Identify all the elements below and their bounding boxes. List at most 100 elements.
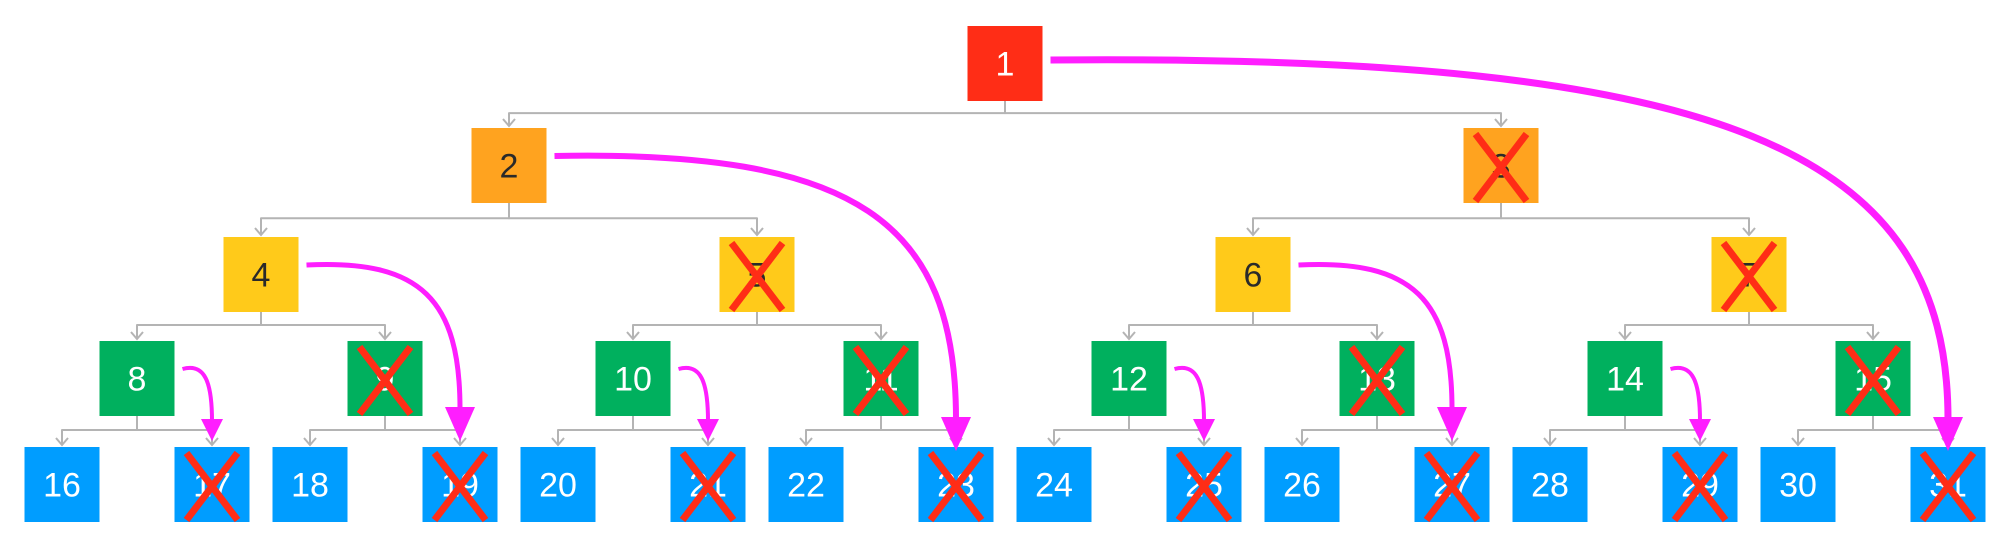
- arrowhead-icon: [1689, 419, 1711, 441]
- node-label: 18: [291, 467, 329, 505]
- node-label: 22: [787, 467, 825, 505]
- cross-mark-icon: [679, 450, 737, 523]
- arrowhead-icon: [1193, 419, 1215, 441]
- node-label: 28: [1531, 467, 1569, 505]
- node-box: [1016, 447, 1092, 522]
- connector-8: [55, 416, 219, 447]
- node-box: [768, 447, 844, 522]
- tree-node-24: 24: [1016, 447, 1092, 522]
- tree-node-26: 26: [1264, 447, 1340, 522]
- tree-node-22: 22: [768, 447, 844, 522]
- jump-arrows: [181, 56, 1963, 451]
- connector-9: [303, 416, 467, 447]
- node-label: 2: [500, 148, 519, 186]
- arrowhead-icon: [201, 419, 223, 441]
- cross-mark-icon: [1671, 450, 1729, 523]
- tree-node-5: 5: [719, 237, 795, 313]
- tree-node-21: 21: [670, 447, 746, 523]
- tree-node-23: 23: [918, 447, 994, 523]
- connector-7: [1618, 312, 1880, 341]
- tree-node-9: 9: [347, 341, 423, 417]
- connector-11: [799, 416, 963, 447]
- node-box: [223, 237, 299, 312]
- cross-mark-icon: [431, 450, 489, 523]
- jump-arrow-1-to-31: [1050, 56, 1963, 451]
- jump-arrow-8-to-17: [181, 365, 223, 441]
- tree-node-25: 25: [1166, 447, 1242, 523]
- node-label: 10: [614, 361, 652, 399]
- node-label: 24: [1035, 467, 1073, 505]
- arrowhead-icon: [941, 417, 971, 451]
- node-label: 1: [996, 46, 1015, 84]
- cross-mark-icon: [1720, 240, 1778, 313]
- node-label: 8: [128, 361, 147, 399]
- tree-node-12: 12: [1091, 341, 1167, 416]
- cross-mark-icon: [927, 450, 985, 523]
- jump-arrow-2-to-23: [554, 152, 971, 451]
- node-box: [1760, 447, 1836, 522]
- tree-nodes: 1234567891011121314151617181920212223242…: [24, 26, 1986, 523]
- cross-mark-icon: [728, 240, 786, 313]
- cross-mark-icon: [1844, 344, 1902, 417]
- tree-node-18: 18: [272, 447, 348, 522]
- connector-4: [130, 312, 392, 341]
- tree-node-29: 29: [1662, 447, 1738, 523]
- node-box: [272, 447, 348, 522]
- node-label: 20: [539, 467, 577, 505]
- cross-mark-icon: [852, 344, 910, 417]
- connector-14: [1543, 416, 1707, 447]
- node-box: [471, 128, 547, 203]
- tree-node-27: 27: [1414, 447, 1490, 523]
- node-box: [1091, 341, 1167, 416]
- arrowhead-icon: [1933, 417, 1963, 451]
- connector-6: [1122, 312, 1384, 341]
- tree-node-13: 13: [1339, 341, 1415, 417]
- tree-node-2: 2: [471, 128, 547, 203]
- connector-1: [502, 101, 1508, 128]
- node-box: [1512, 447, 1588, 522]
- connector-15: [1791, 416, 1955, 447]
- tree-node-17: 17: [174, 447, 250, 523]
- cross-mark-icon: [1919, 450, 1977, 523]
- cross-mark-icon: [183, 450, 241, 523]
- node-box: [1587, 341, 1663, 416]
- cross-mark-icon: [1348, 344, 1406, 417]
- node-box: [1264, 447, 1340, 522]
- node-label: 30: [1779, 467, 1817, 505]
- node-box: [99, 341, 175, 416]
- jump-arrow-4-to-19: [306, 261, 475, 441]
- tree-node-28: 28: [1512, 447, 1588, 522]
- node-box: [520, 447, 596, 522]
- tree-node-7: 7: [1711, 237, 1787, 313]
- jump-arrow-12-to-25: [1173, 365, 1215, 441]
- jump-arrow-10-to-21: [677, 365, 719, 441]
- tree-node-31: 31: [1910, 447, 1986, 523]
- cross-mark-icon: [356, 344, 414, 417]
- connector-2: [254, 203, 764, 237]
- connector-13: [1295, 416, 1459, 447]
- node-label: 26: [1283, 467, 1321, 505]
- tree-node-3: 3: [1463, 128, 1539, 204]
- node-label: 14: [1606, 361, 1644, 399]
- jump-arrow-14-to-29: [1669, 365, 1711, 441]
- connector-5: [626, 312, 888, 341]
- tree-node-10: 10: [595, 341, 671, 416]
- arrowhead-icon: [445, 407, 475, 441]
- node-label: 12: [1110, 361, 1148, 399]
- tree-node-8: 8: [99, 341, 175, 416]
- tree-node-19: 19: [422, 447, 498, 523]
- node-box: [24, 447, 100, 522]
- tree-node-30: 30: [1760, 447, 1836, 522]
- tree-node-20: 20: [520, 447, 596, 522]
- tree-node-15: 15: [1835, 341, 1911, 417]
- node-box: [595, 341, 671, 416]
- node-box: [1215, 237, 1291, 312]
- node-label: 6: [1244, 257, 1263, 295]
- arrowhead-icon: [1437, 407, 1467, 441]
- tree-node-1: 1: [967, 26, 1043, 101]
- node-box: [967, 26, 1043, 101]
- node-label: 4: [252, 257, 271, 295]
- node-label: 16: [43, 467, 81, 505]
- cross-mark-icon: [1175, 450, 1233, 523]
